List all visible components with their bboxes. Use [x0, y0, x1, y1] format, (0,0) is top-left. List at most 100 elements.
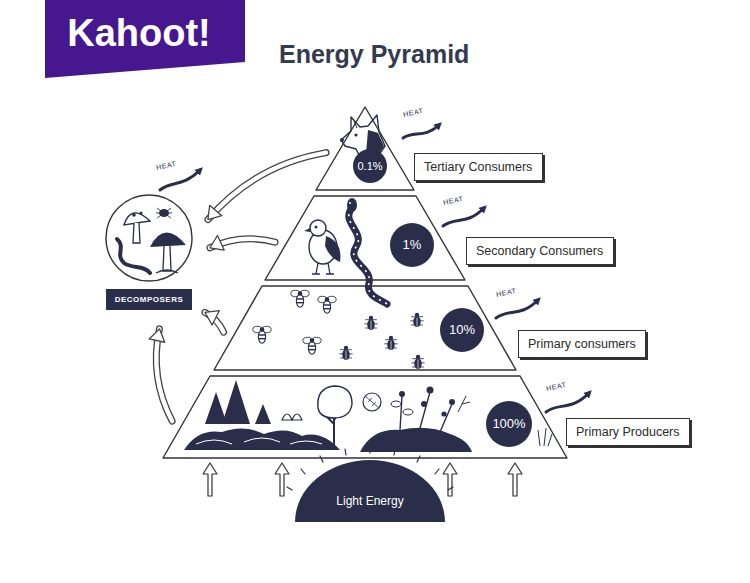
sun-ray	[417, 456, 420, 462]
logo-banner: Kahoot!	[45, 0, 245, 78]
wolf-illustration	[354, 133, 357, 136]
plant-illustration	[441, 411, 446, 416]
light-arrow	[275, 463, 289, 496]
plant-illustration	[391, 401, 401, 407]
heat-arrow	[403, 125, 439, 138]
sun-label: Light Energy	[336, 494, 403, 508]
pyramid-tier: 1%	[265, 196, 465, 280]
snake-illustration	[349, 208, 387, 304]
pyramid-tier	[163, 376, 567, 458]
bird-illustration	[315, 226, 318, 229]
plant-illustration	[427, 387, 434, 394]
decomposer-circle	[106, 195, 192, 281]
heat-label: HEAT	[546, 381, 568, 392]
bird-illustration	[310, 220, 326, 236]
flow-arrow	[210, 235, 275, 250]
heat-label: HEAT	[156, 160, 178, 171]
flow-arrow	[208, 153, 326, 220]
level-label-box: Secondary Consumers	[466, 237, 614, 265]
sun-ray	[320, 456, 323, 462]
arrow-head	[210, 235, 224, 250]
heat-arrow	[160, 125, 589, 412]
pyramid-tier	[265, 196, 465, 280]
heat-arrow	[443, 208, 484, 226]
snake-illustration	[349, 202, 351, 204]
mushroom-icon	[150, 232, 186, 247]
arrow-head	[205, 311, 219, 325]
plant-illustration	[360, 428, 472, 452]
sun-ray	[301, 469, 305, 474]
flow-arrow	[208, 153, 326, 220]
heat-label: HEAT	[403, 107, 425, 118]
flow-arrow	[205, 311, 224, 332]
snake-illustration	[347, 198, 357, 212]
level-label: Primary consumers	[519, 331, 645, 357]
plant-illustration	[255, 404, 271, 424]
bird-illustration	[304, 228, 310, 232]
bug-icon	[156, 208, 172, 218]
diagram-title: Energy Pyramid	[279, 40, 469, 69]
insect-illustration	[291, 290, 309, 307]
heat-arrow	[160, 170, 200, 190]
bird-illustration	[312, 263, 334, 274]
insect-illustration	[318, 296, 336, 313]
pyramid-tier	[316, 107, 414, 190]
level-label: Secondary Consumers	[467, 238, 613, 264]
plant-illustration	[458, 396, 470, 412]
plant-illustration	[196, 438, 322, 444]
light-arrow	[203, 463, 217, 496]
plant-illustration	[222, 380, 250, 424]
plant-illustration	[363, 393, 381, 411]
decomposer-label: DECOMPOSERS	[106, 289, 193, 310]
insect-illustration	[303, 337, 321, 354]
sun-ray	[369, 447, 370, 453]
plant-illustration	[365, 396, 379, 408]
pyramid-tier	[214, 286, 516, 370]
light-energy-sun	[295, 460, 445, 522]
percent-circle: 1%	[390, 223, 434, 267]
insect-illustration	[410, 313, 423, 327]
bird-illustration	[325, 236, 340, 262]
plant-illustration	[538, 428, 552, 446]
plant-illustration	[184, 380, 552, 452]
level-label: Tertiary Consumers	[415, 154, 542, 180]
insect-illustration	[411, 355, 424, 369]
pyramid-tier: 10%	[214, 286, 516, 370]
light-arrow	[508, 463, 522, 496]
sun-ray	[287, 487, 292, 490]
light-energy-sun	[295, 460, 445, 522]
insect-illustration	[364, 316, 377, 330]
wolf-illustration	[340, 138, 344, 142]
plant-illustration	[421, 401, 427, 407]
heat-label: HEAT	[496, 287, 518, 298]
insect-illustration	[339, 346, 352, 360]
mushroom-icon	[133, 223, 140, 243]
sun-ray	[394, 449, 395, 455]
percent-circle: 0.1%	[353, 149, 387, 183]
flow-arrow	[149, 329, 172, 421]
pyramid-tier: 0.1%	[316, 107, 414, 190]
snake-illustration	[349, 208, 387, 304]
level-label-box: Tertiary Consumers	[414, 153, 543, 181]
percent-circle: 100%	[486, 401, 532, 447]
plant-illustration	[282, 414, 302, 420]
worm-icon	[117, 239, 150, 273]
flow-arrow	[208, 153, 326, 220]
mushroom-icon	[132, 213, 136, 217]
heat-arrow	[546, 393, 589, 412]
pyramid-tier	[265, 196, 465, 280]
plant-illustration	[400, 392, 452, 432]
mushroom-icon	[156, 270, 178, 273]
mushroom-icon	[163, 246, 171, 271]
light-arrow	[443, 463, 457, 496]
level-label-box: Primary Producers	[566, 418, 690, 446]
mushroom-icon	[140, 212, 143, 215]
arrow-head	[208, 205, 222, 219]
snake-illustration	[347, 198, 387, 304]
percent-circle: 10%	[440, 308, 484, 352]
light-energy-sun: Light Energy	[295, 460, 445, 522]
sun-ray	[435, 469, 439, 474]
heat-arrow	[496, 300, 538, 318]
plant-illustration	[449, 399, 455, 405]
